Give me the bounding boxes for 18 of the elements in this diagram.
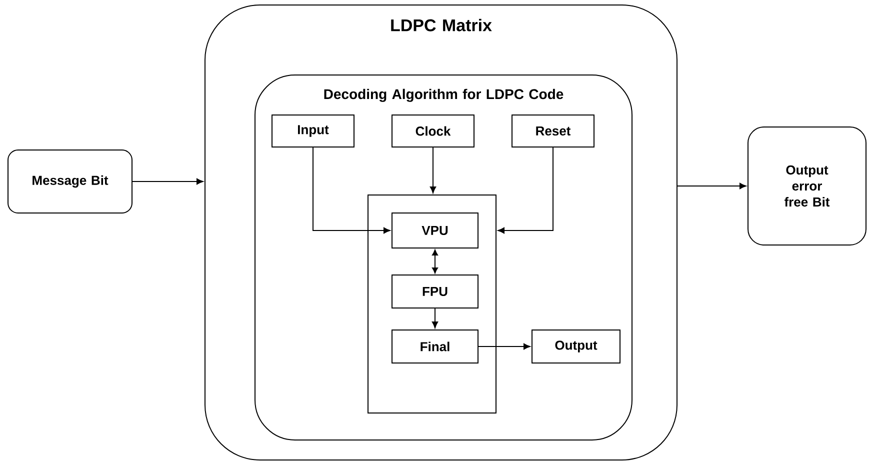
process-box: Input <box>272 114 354 148</box>
rounded-box: Message Bit <box>8 150 132 214</box>
arrow <box>677 182 746 190</box>
process-box: Output <box>532 330 620 364</box>
arrow <box>432 308 438 328</box>
arrow <box>430 147 436 194</box>
process-box: FPU <box>392 274 478 308</box>
container-box <box>368 194 496 414</box>
arrow <box>432 250 438 274</box>
process-box: VPU <box>392 212 478 248</box>
arrow <box>478 343 530 350</box>
rounded-box: Output error free Bit <box>748 126 866 246</box>
process-box: Reset <box>512 114 594 148</box>
arrow <box>498 147 554 234</box>
arrow <box>132 178 204 185</box>
arrow <box>312 147 390 234</box>
process-box: Clock <box>392 114 474 148</box>
process-box: Final <box>392 330 478 364</box>
